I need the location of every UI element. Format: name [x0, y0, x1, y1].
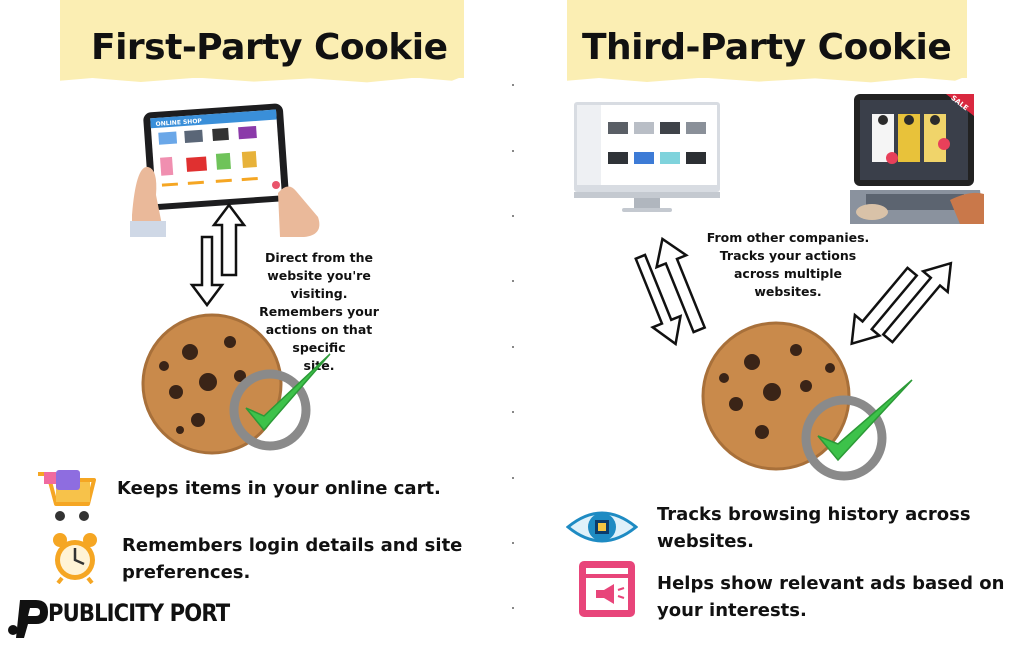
monitor-exchange-arrows — [634, 236, 707, 347]
divider-dot — [512, 150, 514, 152]
feature-browsing-history: Tracks browsing history across websites. — [657, 504, 971, 552]
tablet-shop-illustration: ONLINE SHOP — [130, 103, 320, 237]
divider-dot — [512, 215, 514, 217]
eye-chip-icon — [566, 511, 638, 543]
feature-relevant-ads: Helps show relevant ads based on your in… — [657, 573, 1005, 621]
divider-dot — [512, 280, 514, 282]
divider-dot — [512, 542, 514, 544]
third-party-description: From other companies. Tracks your action… — [706, 230, 870, 299]
first-party-description: Direct from the website you're visiting.… — [259, 250, 379, 373]
desktop-monitor-illustration — [574, 102, 720, 212]
divider-dot — [512, 411, 514, 413]
third-party-title: Third-Party Cookie — [582, 27, 952, 68]
left-title-banner — [60, 0, 464, 78]
divider-dot — [512, 607, 514, 609]
cookie-check-illustration — [141, 313, 331, 455]
laptop-exchange-arrows — [850, 261, 953, 346]
data-exchange-arrows — [189, 203, 247, 308]
laptop-store-illustration: SALE — [850, 94, 984, 224]
divider-dot — [512, 477, 514, 479]
alarm-clock-icon — [53, 533, 97, 584]
brand-name: PUBLICITY PORT — [48, 599, 230, 627]
right-title-banner — [567, 0, 967, 78]
online-shop-label: ONLINE SHOP — [155, 118, 202, 128]
publicity-port-logo-icon — [8, 600, 48, 638]
shopping-cart-icon — [38, 470, 96, 521]
ad-browser-icon — [579, 561, 635, 617]
feature-login-details: Remembers login details and site prefere… — [122, 535, 463, 583]
divider-dot — [512, 346, 514, 348]
first-party-title: First-Party Cookie — [91, 27, 448, 68]
cookie-check-illustration-right — [701, 321, 913, 481]
feature-online-cart: Keeps items in your online cart. — [117, 478, 441, 499]
divider-dot — [512, 84, 514, 86]
